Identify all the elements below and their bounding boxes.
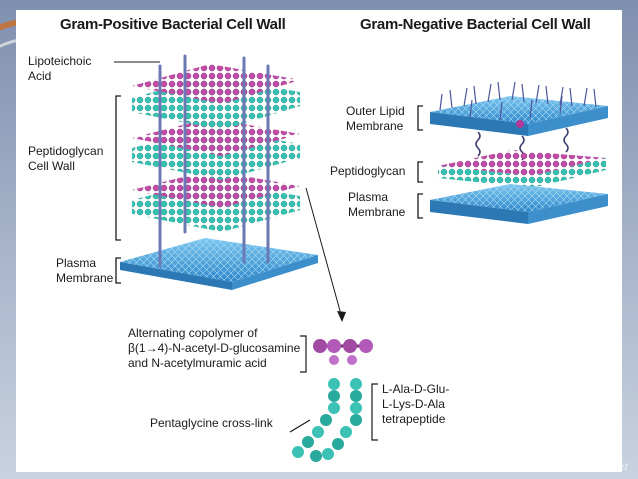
gram-negative-brackets — [417, 105, 423, 219]
gram-positive-plasma-membrane — [120, 238, 318, 290]
gram-positive-brackets — [115, 95, 121, 284]
copolymer-label: Alternating copolymer of β(1→4)-N-acetyl… — [128, 326, 301, 370]
lipopolysaccharide-spikes — [439, 81, 597, 121]
tetrapeptide-label: L-Ala-D-Glu- L-Lys-D-Ala tetrapeptide — [382, 382, 450, 426]
gram-negative-plasma-membrane — [430, 184, 608, 224]
detail-arrow — [305, 187, 343, 319]
detail-arrowhead — [337, 311, 346, 322]
watermark-url: www.slideshare.net — [532, 462, 628, 473]
lipoteichoic-acid-label: Lipoteichoic Acid — [28, 54, 92, 83]
pentaglycine-cross-link-label: Pentaglycine cross-link — [150, 416, 273, 430]
peptidoglycan-monomer-detail — [292, 339, 373, 462]
gram-negative-plasma-membrane-label: Plasma Membrane — [348, 190, 406, 219]
outer-lipid-membrane-label: Outer Lipid Membrane — [346, 104, 405, 133]
gram-negative-title: Gram-Negative Bacterial Cell Wall — [360, 16, 591, 33]
detail-brackets — [289, 335, 378, 441]
peptidoglycan-cell-wall-label: Peptidoglycan Cell Wall — [28, 144, 104, 173]
lipoteichoic-acid-rods — [158, 54, 270, 268]
gram-negative-peptidoglycan-label: Peptidoglycan — [330, 164, 406, 178]
gram-positive-title: Gram-Positive Bacterial Cell Wall — [60, 16, 286, 33]
diagram-panel — [16, 10, 622, 472]
gram-negative-outer-membrane — [430, 96, 608, 136]
gram-negative-peptidoglycan — [438, 150, 606, 188]
gram-positive-peptidoglycan-layers — [132, 64, 300, 232]
gram-positive-plasma-membrane-label: Plasma Membrane — [56, 256, 114, 285]
